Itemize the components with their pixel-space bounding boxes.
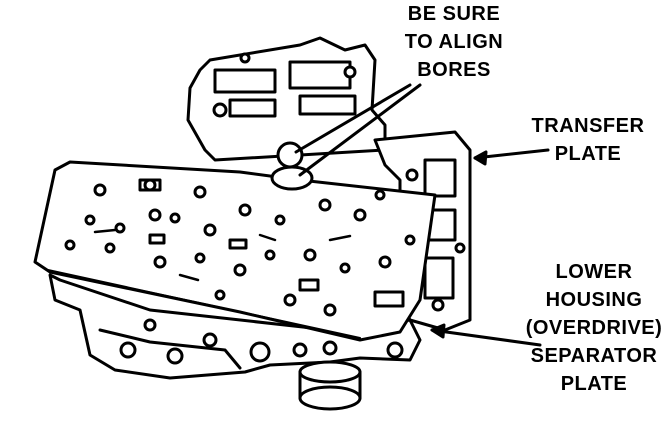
separator-plate	[33, 160, 437, 342]
lower-housing	[48, 273, 422, 411]
callout-bores-line-1: BE SURE	[408, 3, 500, 25]
callout-bores: BE SURE TO ALIGN BORES	[405, 3, 503, 81]
callout-separator-plate: LOWER HOUSING (OVERDRIVE) SEPARATOR PLAT…	[526, 261, 663, 395]
valve-body-drawing	[33, 36, 550, 411]
callout-transfer-plate-line-1: TRANSFER	[532, 115, 645, 137]
upper-valve-body-casting	[186, 36, 387, 169]
callout-transfer-plate: TRANSFER PLATE	[532, 115, 645, 165]
callout-transfer-plate-line-2: PLATE	[555, 143, 622, 165]
callout-separator-plate-line-5: PLATE	[561, 373, 628, 395]
callout-separator-plate-line-2: HOUSING	[546, 289, 643, 311]
callout-bores-line-3: BORES	[417, 59, 491, 81]
leader-lines	[294, 83, 550, 347]
callout-separator-plate-line-3: (OVERDRIVE)	[526, 317, 663, 339]
callout-separator-plate-line-1: LOWER	[556, 261, 633, 283]
callout-bores-line-2: TO ALIGN	[405, 31, 503, 53]
callout-separator-plate-line-4: SEPARATOR	[531, 345, 658, 367]
